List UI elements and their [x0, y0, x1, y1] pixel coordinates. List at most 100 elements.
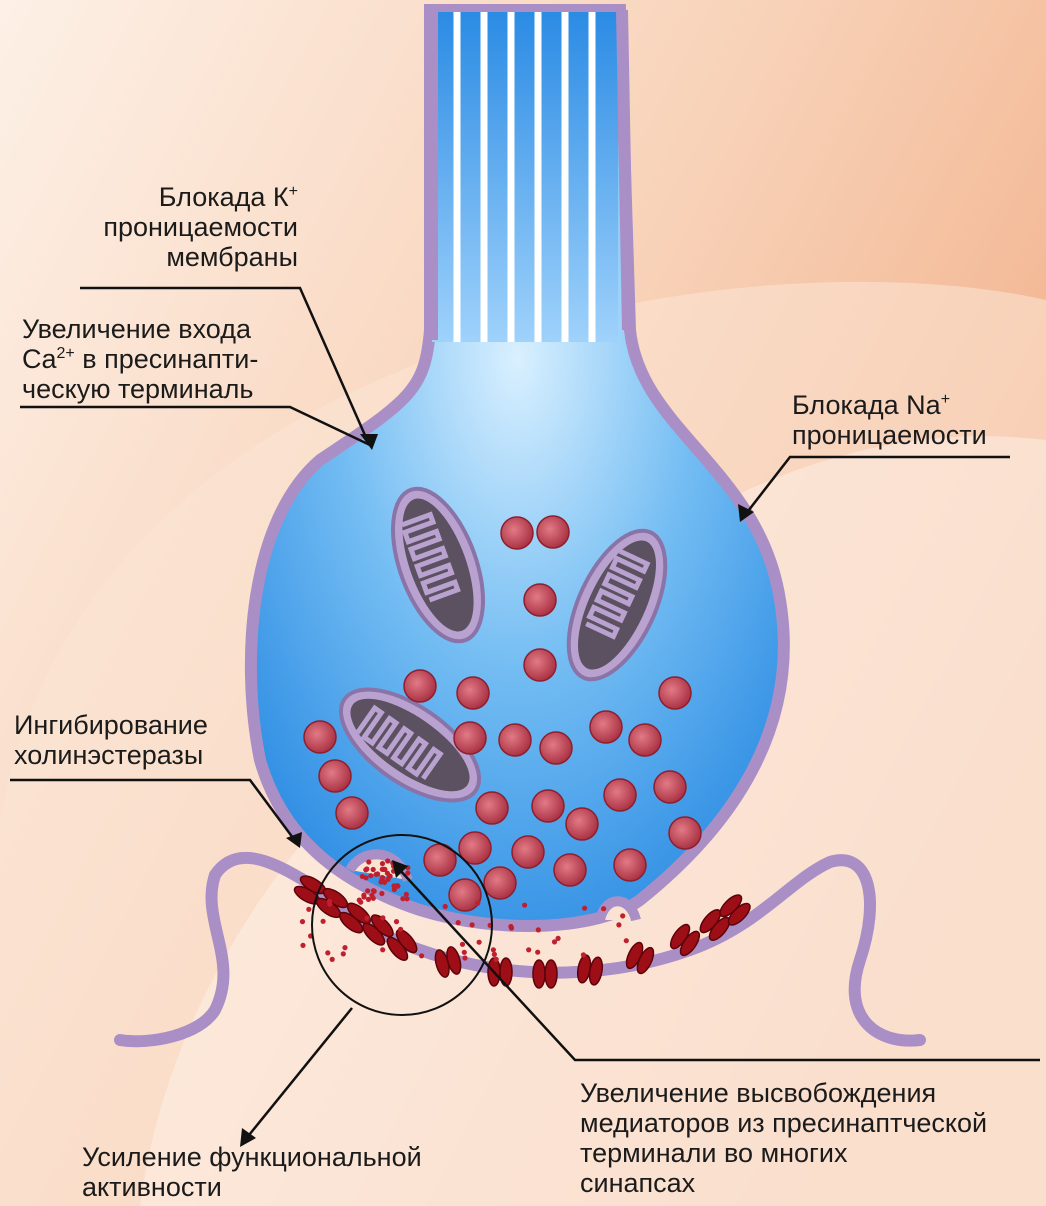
- vesicle: [654, 771, 686, 803]
- vesicle: [476, 792, 508, 824]
- label-k-block-sup: +: [289, 183, 298, 200]
- fusion-pit-right: [600, 901, 636, 920]
- mediator-dot: [494, 957, 499, 962]
- vesicle: [501, 517, 533, 549]
- mediator-dot: [535, 950, 540, 955]
- mediator-dot: [404, 892, 409, 897]
- label-ca-line2: в пресинапти-: [75, 344, 259, 374]
- mediator-dot: [371, 867, 376, 872]
- vesicle: [554, 854, 586, 886]
- mediator-dot: [398, 927, 403, 932]
- mediator-dot: [371, 896, 376, 901]
- vesicle: [540, 732, 572, 764]
- label-na-line2: проницаемости: [792, 420, 987, 450]
- vesicle: [537, 516, 569, 548]
- vesicle: [566, 808, 598, 840]
- label-na-sup: +: [941, 391, 950, 408]
- vesicle: [524, 584, 556, 616]
- vesicle: [532, 790, 564, 822]
- mediator-dot: [380, 875, 385, 880]
- vesicle: [404, 670, 436, 702]
- mediator-dot: [581, 952, 586, 957]
- vesicle: [629, 724, 661, 756]
- mediator-dot: [492, 952, 497, 957]
- label-mediator-line4: синапсах: [580, 1168, 987, 1198]
- label-k-block: Блокада К+ проницаемости мембраны: [100, 182, 298, 272]
- vesicle: [659, 677, 691, 709]
- vesicle: [614, 849, 646, 881]
- mediator-dot: [462, 955, 467, 960]
- mediator-dot: [365, 888, 370, 893]
- mediator-dot: [368, 873, 373, 878]
- mediator-dot: [327, 902, 332, 907]
- mediator-dot: [394, 919, 399, 924]
- mediator-dot: [364, 866, 369, 871]
- mediator-dot: [380, 861, 385, 866]
- mediator-dot: [400, 896, 405, 901]
- mediator-dot: [526, 947, 531, 952]
- vesicle: [484, 867, 516, 899]
- mediator-dot: [360, 874, 365, 879]
- mediator-dot: [477, 940, 482, 945]
- vesicle: [512, 836, 544, 868]
- mediator-dot: [616, 922, 621, 927]
- label-ca-increase: Увеличение входа Ca2+ в пресинапти- ческ…: [22, 314, 258, 404]
- mediator-dot: [556, 936, 561, 941]
- label-mediator-line1: Увеличение высвобождения: [580, 1078, 987, 1108]
- mediator-dot: [366, 897, 371, 902]
- label-mediator-release: Увеличение высвобождения медиаторов из п…: [580, 1078, 987, 1198]
- label-mediator-line3: терминали во многих: [580, 1138, 987, 1168]
- mediator-dot: [419, 953, 424, 958]
- label-ca-sup: 2+: [57, 345, 75, 362]
- mediator-dot: [342, 945, 347, 950]
- mediator-dot: [456, 920, 461, 925]
- vesicle: [454, 722, 486, 754]
- mediator-dot: [374, 872, 379, 877]
- mediator-dot: [330, 957, 335, 962]
- label-na-line1: Блокада Na: [792, 390, 941, 420]
- mediator-dot: [341, 951, 346, 956]
- label-k-block-line2: проницаемости: [100, 212, 298, 242]
- vesicle: [449, 879, 481, 911]
- label-cholinesterase: Ингибирование холинэстеразы: [14, 710, 208, 770]
- vesicle: [604, 779, 636, 811]
- label-ca-line1: Увеличение входа: [22, 314, 258, 344]
- mediator-dot: [388, 874, 393, 879]
- vesicle: [319, 760, 351, 792]
- label-functional-line2: активности: [82, 1172, 422, 1202]
- mediator-dot: [361, 894, 366, 899]
- mediator-dot: [462, 950, 467, 955]
- label-na-block: Блокада Na+ проницаемости: [792, 390, 987, 450]
- label-ca-line3: ческую терминаль: [22, 374, 258, 404]
- mediator-dot: [325, 950, 330, 955]
- mediator-dot: [300, 919, 305, 924]
- mediator-dot: [522, 903, 527, 908]
- mediator-dot: [443, 904, 448, 909]
- mediator-dot: [475, 901, 480, 906]
- mediator-dot: [460, 942, 465, 947]
- label-k-block-line3: мембраны: [100, 242, 298, 272]
- vesicle: [524, 649, 556, 681]
- vesicle: [336, 797, 368, 829]
- mediator-dot: [379, 891, 384, 896]
- mediator-dot: [380, 915, 385, 920]
- mediator-dot: [392, 887, 397, 892]
- label-ca-symbol: Ca: [22, 344, 57, 374]
- label-mediator-line2: медиаторов из пресинаптческой: [580, 1108, 987, 1138]
- mediator-dot: [470, 922, 475, 927]
- mediator-dot: [366, 859, 371, 864]
- mediator-dot: [624, 938, 629, 943]
- vesicle: [499, 724, 531, 756]
- label-cholinesterase-line1: Ингибирование: [14, 710, 208, 740]
- mediator-dot: [536, 927, 541, 932]
- mediator-dot: [385, 858, 390, 863]
- mediator-dot: [491, 947, 496, 952]
- mediator-dot: [321, 919, 326, 924]
- axon-wall-right: [622, 10, 628, 330]
- vesicle: [457, 677, 489, 709]
- vesicle: [304, 721, 336, 753]
- label-functional-line1: Усиление функциональной: [82, 1142, 422, 1172]
- mediator-dot: [509, 926, 514, 931]
- mediator-dot: [601, 906, 606, 911]
- label-cholinesterase-line2: холинэстеразы: [14, 740, 208, 770]
